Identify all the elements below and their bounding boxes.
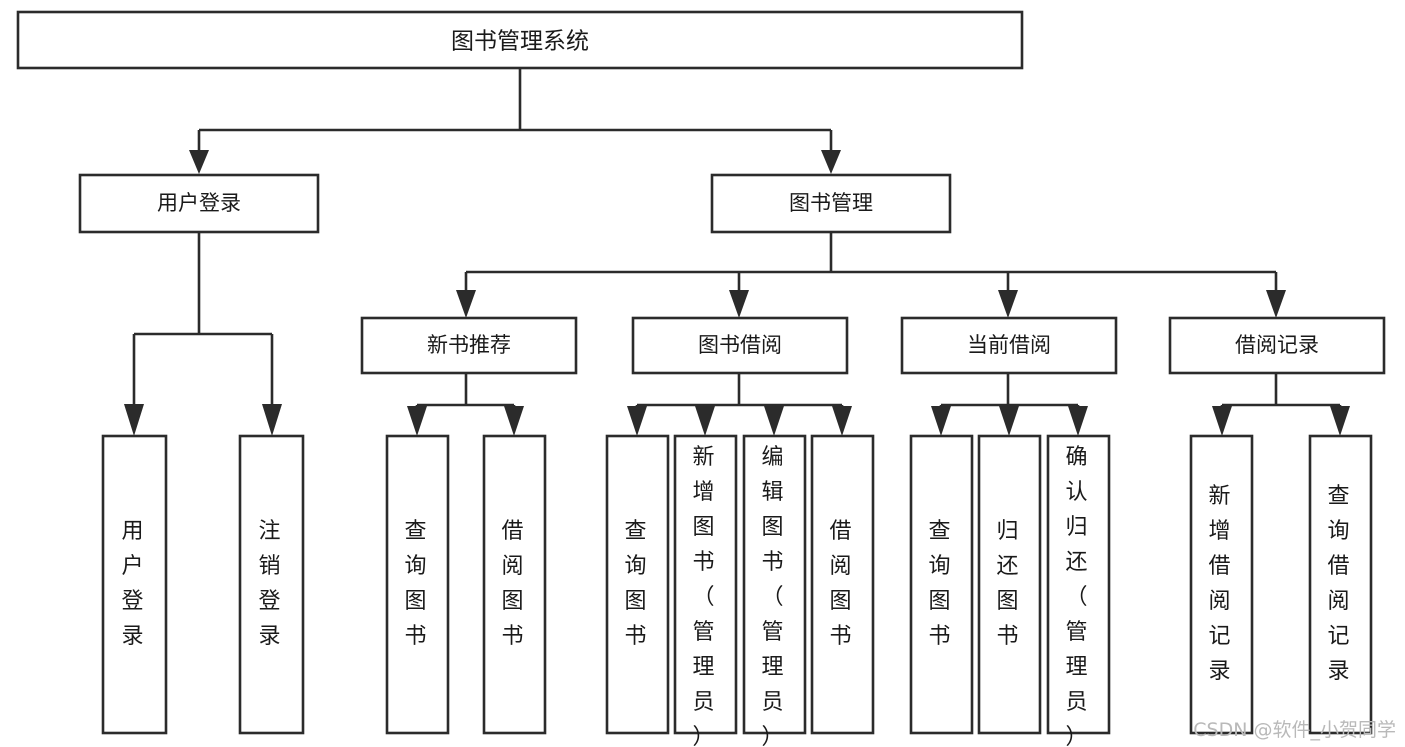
leaf-user-login-1-box[interactable] [238, 434, 305, 735]
arrowhead-user-login [189, 150, 209, 174]
node-book-management-label: 图书管理 [789, 191, 873, 215]
arrowhead-current-borrow-leaf-0 [931, 406, 951, 436]
leaf-new-book-0-box[interactable] [385, 434, 450, 735]
leaf-current-borrow-2[interactable]: 确认归还（管理员） [1046, 434, 1111, 747]
arrowhead-new-book-leaf-0 [407, 406, 427, 436]
arrowhead-borrow-record [1266, 290, 1286, 318]
leaf-book-borrow-1-label: 新增图书（管理员） [692, 445, 717, 747]
arrowhead-user-login-leaf-0 [124, 404, 144, 436]
leaf-book-borrow-0-label: 查询图书 [624, 519, 649, 649]
leaf-current-borrow-2-label: 确认归还（管理员） [1065, 445, 1090, 747]
leaf-borrow-record-0-box[interactable] [1189, 434, 1254, 735]
node-current-borrow[interactable]: 当前借阅 [900, 316, 1118, 375]
node-root-label: 图书管理系统 [451, 29, 589, 55]
node-book-borrow-label: 图书借阅 [698, 333, 782, 357]
arrowhead-book-borrow-leaf-0 [627, 406, 647, 436]
leaf-book-borrow-2-label: 编辑图书（管理员） [761, 445, 786, 747]
node-new-book-recommend-box[interactable] [360, 316, 578, 375]
leaf-current-borrow-2-box[interactable] [1046, 434, 1111, 735]
leaf-borrow-record-0-label: 新增借阅记录 [1208, 484, 1233, 684]
arrowhead-new-book [456, 290, 476, 318]
arrowhead-current-borrow [998, 290, 1018, 318]
leaf-borrow-record-1-label: 查询借阅记录 [1327, 484, 1352, 684]
node-current-borrow-box[interactable] [900, 316, 1118, 375]
leaf-borrow-record-1-box[interactable] [1308, 434, 1373, 735]
node-new-book-recommend-label: 新书推荐 [427, 333, 511, 357]
leaf-book-borrow-3-box[interactable] [810, 434, 875, 735]
leaf-user-login-1[interactable]: 注销登录 [238, 434, 305, 735]
leaf-book-borrow-3[interactable]: 借阅图书 [810, 434, 875, 735]
leaf-current-borrow-1[interactable]: 归还图书 [977, 434, 1042, 735]
leaf-book-borrow-1-box[interactable] [673, 434, 738, 735]
leaf-new-book-0-label: 查询图书 [404, 519, 429, 649]
arrowhead-book-borrow [729, 290, 749, 318]
node-book-management-box[interactable] [710, 173, 952, 234]
csdn-watermark: CSDN @软件_小贺同学 [1193, 719, 1396, 741]
node-user-login-box[interactable] [78, 173, 320, 234]
node-root-box[interactable] [16, 10, 1024, 70]
connector-layer [124, 68, 1350, 436]
leaf-borrow-record-1[interactable]: 查询借阅记录 [1308, 434, 1373, 735]
leaf-book-borrow-0[interactable]: 查询图书 [605, 434, 670, 735]
leaf-user-login-0-label: 用户登录 [121, 519, 146, 649]
node-user-login-label: 用户登录 [157, 191, 241, 215]
leaf-current-borrow-0[interactable]: 查询图书 [909, 434, 974, 735]
node-book-borrow[interactable]: 图书借阅 [631, 316, 849, 375]
leaf-current-borrow-0-label: 查询图书 [928, 519, 953, 649]
leaf-book-borrow-2-box[interactable] [742, 434, 807, 735]
leaf-user-login-0-box[interactable] [101, 434, 168, 735]
arrowhead-current-borrow-leaf-2 [1068, 406, 1088, 436]
leaf-book-borrow-2[interactable]: 编辑图书（管理员） [742, 434, 807, 747]
node-book-borrow-box[interactable] [631, 316, 849, 375]
leaf-borrow-record-0[interactable]: 新增借阅记录 [1189, 434, 1254, 735]
leaf-new-book-1[interactable]: 借阅图书 [482, 434, 547, 735]
node-book-management[interactable]: 图书管理 [710, 173, 952, 234]
arrowhead-book-borrow-leaf-2 [764, 406, 784, 436]
node-borrow-record-label: 借阅记录 [1235, 333, 1319, 357]
leaf-current-borrow-1-label: 归还图书 [996, 519, 1021, 649]
arrowhead-current-borrow-leaf-1 [999, 406, 1019, 436]
arrowhead-user-login-leaf-1 [262, 404, 282, 436]
arrowhead-book-borrow-leaf-3 [832, 406, 852, 436]
node-user-login[interactable]: 用户登录 [78, 173, 320, 234]
leaf-current-borrow-1-box[interactable] [977, 434, 1042, 735]
arrowhead-book-mgmt [821, 150, 841, 174]
node-borrow-record[interactable]: 借阅记录 [1168, 316, 1386, 375]
leaf-new-book-1-label: 借阅图书 [501, 519, 526, 649]
arrowhead-borrow-record-leaf-1 [1330, 406, 1350, 436]
arrowhead-new-book-leaf-1 [504, 406, 524, 436]
node-current-borrow-label: 当前借阅 [967, 333, 1051, 357]
arrowhead-book-borrow-leaf-1 [695, 406, 715, 436]
arrowhead-borrow-record-leaf-0 [1212, 406, 1232, 436]
leaf-book-borrow-3-label: 借阅图书 [829, 519, 854, 649]
leaf-new-book-0[interactable]: 查询图书 [385, 434, 450, 735]
leaf-book-borrow-1[interactable]: 新增图书（管理员） [673, 434, 738, 747]
leaf-new-book-1-box[interactable] [482, 434, 547, 735]
leaf-book-borrow-0-box[interactable] [605, 434, 670, 735]
leaf-current-borrow-0-box[interactable] [909, 434, 974, 735]
leaf-user-login-1-label: 注销登录 [258, 519, 283, 649]
node-root[interactable]: 图书管理系统 [16, 10, 1024, 70]
leaf-user-login-0[interactable]: 用户登录 [101, 434, 168, 735]
node-borrow-record-box[interactable] [1168, 316, 1386, 375]
node-new-book-recommend[interactable]: 新书推荐 [360, 316, 578, 375]
